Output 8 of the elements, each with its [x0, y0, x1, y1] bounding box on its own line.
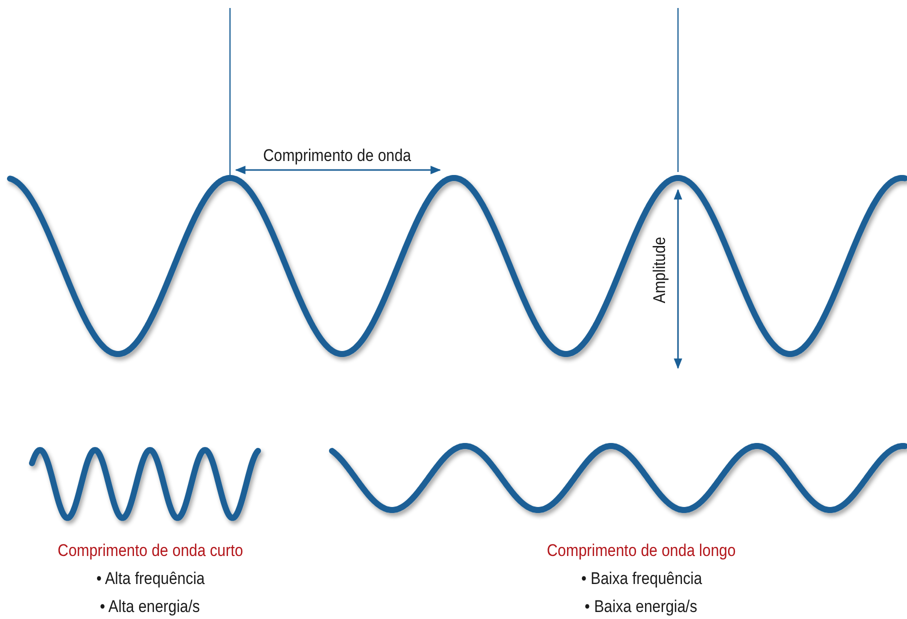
bullet-item: • Alta frequência: [96, 569, 204, 589]
wave-heading: Comprimento de onda curto: [57, 541, 243, 561]
dimension-label: Amplitude: [650, 236, 670, 304]
dimension-label: Comprimento de onda: [263, 146, 412, 166]
wave-heading: Comprimento de onda longo: [546, 541, 736, 561]
bullet-item: • Alta energia/s: [100, 597, 200, 617]
bullet-item: • Baixa energia/s: [584, 597, 698, 617]
bullet-item: • Baixa frequência: [580, 569, 702, 589]
